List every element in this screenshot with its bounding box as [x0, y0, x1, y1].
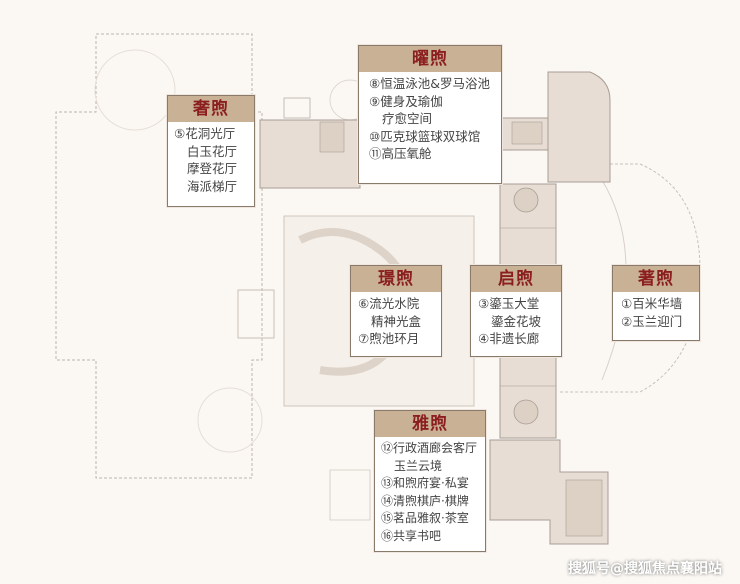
- zone-item: ②玉兰迎门: [621, 313, 683, 329]
- zone-item: 精神光盒: [371, 313, 422, 329]
- zone-card-she: 奢煦 ⑤花洞光厅 白玉花厅 摩登花厅 海派梯厅: [167, 95, 255, 207]
- north-detail: [511, 121, 543, 145]
- zone-item: ⑩匹克球篮球双球馆: [369, 128, 481, 144]
- lobby-dome: [513, 399, 539, 425]
- zone-item: ①百米华墙: [621, 296, 683, 311]
- zone-title: 雅煦: [375, 411, 485, 437]
- south-detail-lines: [329, 469, 371, 521]
- zone-title: 著煦: [613, 266, 699, 292]
- zone-card-jing: 璟煦 ⑥流光水院 精神光盒 ⑦煦池环月: [350, 265, 442, 357]
- zone-item: ⑯共享书吧: [381, 528, 442, 543]
- zone-item: 玉兰云境: [394, 458, 443, 473]
- zone-item: ⑤花洞光厅: [174, 126, 236, 141]
- zone-item: ⑮茗品雅叙·茶室: [381, 511, 469, 525]
- northeast-tower: [547, 71, 611, 183]
- zone-item: ⑪高压氧舱: [369, 146, 432, 161]
- zone-item: ⑭清煦棋庐·棋牌: [381, 493, 469, 508]
- zone-title: 奢煦: [168, 96, 254, 122]
- landscape-circle: [94, 49, 176, 131]
- zone-card-qi: 启煦 ③鎏玉大堂 鎏金花坡 ④非遗长廊: [470, 265, 562, 357]
- watermark-text: 搜狐号@搜狐焦点襄阳站: [568, 561, 722, 577]
- zone-item: 海派梯厅: [187, 178, 238, 194]
- zone-title: 曜煦: [359, 46, 501, 72]
- site-boundary-outline: [55, 33, 263, 479]
- zone-item: ④非遗长廊: [478, 331, 540, 346]
- east-boundary-outline: [560, 163, 701, 393]
- south-detail: [565, 479, 603, 537]
- zone-item: ⑦煦池环月: [358, 331, 420, 346]
- lobby-dome: [513, 187, 539, 213]
- zone-item: ⑨健身及瑜伽: [369, 93, 443, 109]
- zone-item: ⑧恒温泳池&罗马浴池: [369, 76, 490, 91]
- zone-item: ③鎏玉大堂: [478, 296, 540, 311]
- zone-title: 启煦: [471, 266, 561, 292]
- zone-item: 摩登花厅: [187, 161, 238, 176]
- zone-item: ⑬和煦府宴·私宴: [381, 476, 469, 490]
- zone-item: 鎏金花坡: [491, 313, 542, 329]
- north-detail: [283, 97, 311, 119]
- north-detail: [319, 121, 345, 153]
- zone-card-yao: 曜煦 ⑧恒温泳池&罗马浴池 ⑨健身及瑜伽 疗愈空间 ⑩匹克球篮球双球馆 ⑪高压氧…: [358, 45, 502, 184]
- courtyard-west-block: [237, 289, 275, 339]
- zone-title: 璟煦: [351, 266, 441, 292]
- zone-item: ⑫行政酒廊会客厅: [381, 441, 478, 455]
- zone-item: 疗愈空间: [382, 111, 433, 126]
- landscape-circle: [197, 387, 263, 453]
- zone-card-zhu: 著煦 ①百米华墙 ②玉兰迎门: [612, 265, 700, 341]
- zone-card-ya: 雅煦 ⑫行政酒廊会客厅 玉兰云境 ⑬和煦府宴·私宴 ⑭清煦棋庐·棋牌 ⑮茗品雅叙…: [374, 410, 486, 552]
- zone-item: 白玉花厅: [187, 143, 238, 159]
- zone-item: ⑥流光水院: [358, 296, 420, 311]
